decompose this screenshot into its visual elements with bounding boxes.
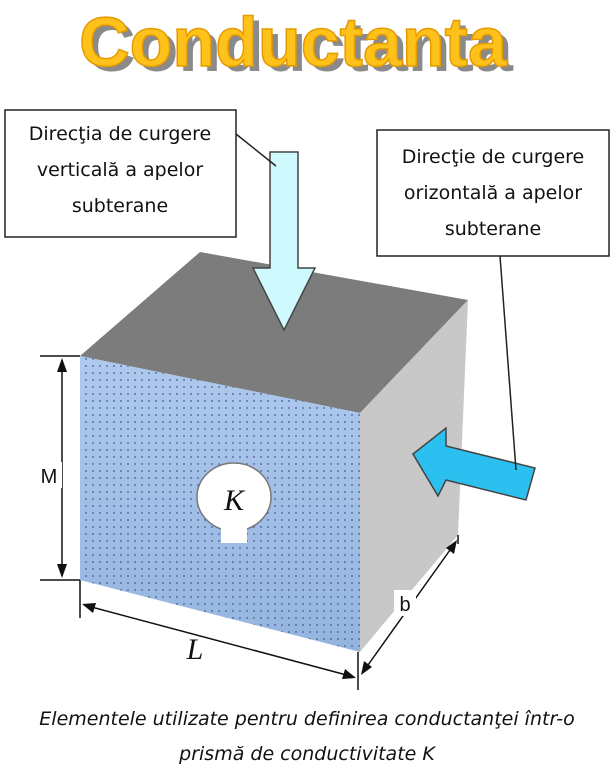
dimension-m-arrow-down (57, 564, 67, 578)
callout-vertical-line-1: Direcţia de curgere (29, 123, 211, 145)
dimension-b-label-bg (394, 590, 416, 616)
dimension-m-label: M (41, 466, 58, 488)
dimension-m-arrow-up (57, 358, 67, 372)
title-shadow: Conductanta (85, 8, 514, 86)
callout-vertical-pointer (235, 133, 277, 167)
dimension-m: M (38, 355, 80, 581)
callout-horizontal-flow: Direcţie de curgere orizontală a apelor … (376, 129, 610, 471)
dimension-l-arrow-left (82, 603, 96, 613)
callout-horizontal-line-2: orizontală a apelor (404, 182, 582, 204)
callout-vertical-line-3: subterane (72, 195, 168, 217)
title-text: Conductanta (79, 3, 508, 81)
conductivity-tab (221, 524, 247, 543)
callout-horizontal-pointer (499, 255, 517, 471)
dimension-b: b (361, 535, 459, 675)
callout-vertical-line-2: verticală a apelor (37, 159, 204, 181)
dimension-m-label-bg (38, 462, 62, 488)
prism-top-face (80, 252, 468, 413)
vertical-flow-arrow (251, 151, 317, 332)
dimension-l-line (83, 604, 355, 678)
callout-horizontal-line-1: Direcţie de curgere (402, 146, 585, 168)
dimension-l: L (79, 580, 359, 690)
dimension-b-arrow-high (446, 540, 457, 554)
dimension-l-label: L (186, 633, 204, 666)
horizontal-flow-arrow (412, 426, 536, 501)
callout-vertical-box (4, 109, 237, 238)
dimension-l-arrow-right (342, 669, 356, 679)
dimension-b-arrow-low (361, 661, 372, 675)
caption: Elementele utilizate pentru definirea co… (39, 708, 574, 765)
callout-vertical-flow: Direcţia de curgere verticală a apelor s… (4, 109, 277, 238)
title: Conductanta Conductanta (78, 2, 514, 86)
conductivity-symbol: K (196, 462, 272, 543)
caption-line-1: Elementele utilizate pentru definirea co… (39, 708, 574, 730)
conductivity-label: K (223, 484, 246, 517)
callout-horizontal-line-3: subterane (445, 218, 541, 240)
prism-side-face (360, 300, 468, 652)
callout-horizontal-box (376, 129, 610, 257)
caption-line-2: prismă de conductivitate K (178, 743, 436, 765)
dimension-b-label: b (399, 594, 410, 616)
